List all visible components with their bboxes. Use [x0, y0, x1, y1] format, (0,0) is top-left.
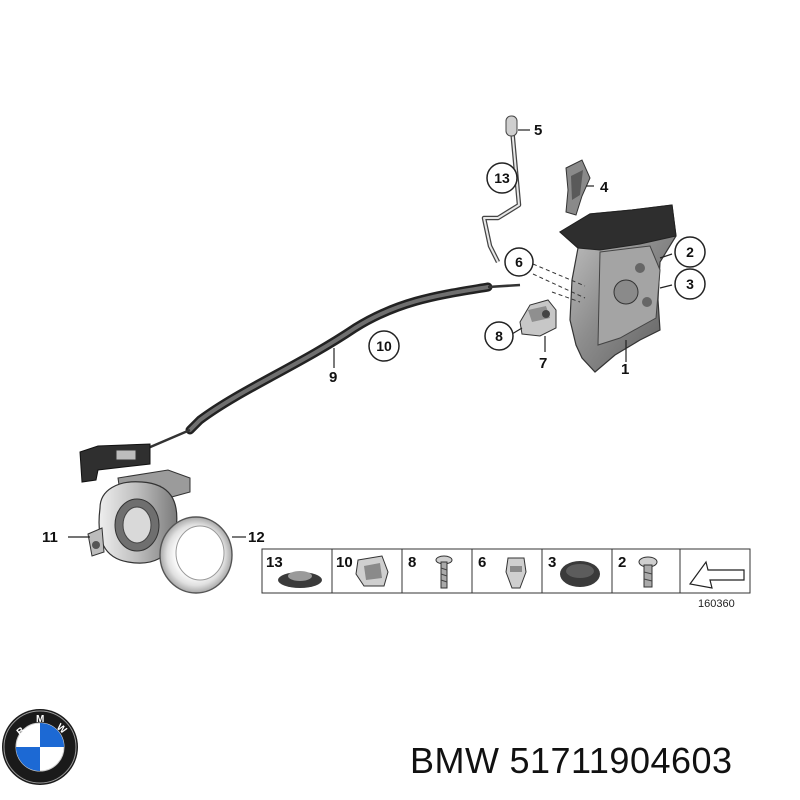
small-bracket — [519, 299, 557, 337]
callout-9: 9 — [329, 369, 337, 386]
callout-5: 5 — [534, 122, 542, 139]
legend-label-13: 13 — [266, 554, 283, 571]
grommet-part-icon — [278, 571, 322, 588]
trim-ring — [159, 516, 233, 594]
door-lock-body — [558, 204, 677, 373]
part-number: 51711904603 — [509, 740, 733, 781]
svg-text:7: 7 — [539, 355, 547, 372]
svg-text:13: 13 — [494, 170, 510, 186]
alignment-dashes — [532, 263, 586, 303]
bowden-cable — [147, 282, 521, 450]
svg-text:11: 11 — [42, 529, 58, 546]
lock-clip-part — [565, 159, 591, 216]
svg-text:6: 6 — [515, 254, 523, 270]
bmw-logo: B M W — [2, 709, 78, 785]
bushing-part-icon — [505, 557, 527, 589]
svg-text:8: 8 — [495, 328, 503, 344]
brand-name: BMW — [410, 740, 500, 781]
svg-text:12: 12 — [248, 529, 265, 546]
callout-12: 12 — [248, 529, 265, 546]
callout-3: 3 — [674, 268, 706, 300]
callout-11: 11 — [42, 529, 58, 546]
callout-10: 10 — [368, 330, 400, 362]
callout-8: 8 — [484, 321, 514, 351]
callout-6: 6 — [504, 247, 534, 277]
clip-part-icon — [355, 555, 389, 587]
svg-text:4: 4 — [600, 179, 609, 196]
legend-label-6: 6 — [478, 554, 486, 571]
svg-text:M: M — [36, 714, 44, 725]
callout-13: 13 — [486, 162, 518, 194]
diagram-number: 160360 — [698, 598, 735, 610]
svg-text:10: 10 — [376, 338, 392, 354]
svg-text:3: 3 — [686, 276, 694, 292]
svg-text:2: 2 — [686, 244, 694, 260]
legend-label-2: 2 — [618, 554, 626, 571]
screw-part-icon — [435, 555, 453, 589]
lock-rod — [481, 115, 522, 264]
callout-7: 7 — [539, 355, 547, 372]
svg-text:5: 5 — [534, 122, 542, 139]
bolt-part-icon — [638, 556, 658, 588]
small-parts-legend: 13 10 8 6 3 2 — [261, 548, 751, 594]
svg-text:9: 9 — [329, 369, 337, 386]
leader-lines — [68, 129, 673, 538]
legend-label-3: 3 — [548, 554, 556, 571]
direction-arrow-icon — [688, 560, 745, 589]
callout-2: 2 — [674, 236, 706, 268]
handle-housing — [87, 469, 191, 564]
svg-text:1: 1 — [621, 361, 629, 378]
legend-label-8: 8 — [408, 554, 416, 571]
plug-part-icon — [560, 561, 600, 587]
callout-4: 4 — [600, 179, 609, 196]
callout-1: 1 — [621, 361, 629, 378]
cable-bracket — [79, 443, 151, 483]
legend-label-10: 10 — [336, 554, 353, 571]
